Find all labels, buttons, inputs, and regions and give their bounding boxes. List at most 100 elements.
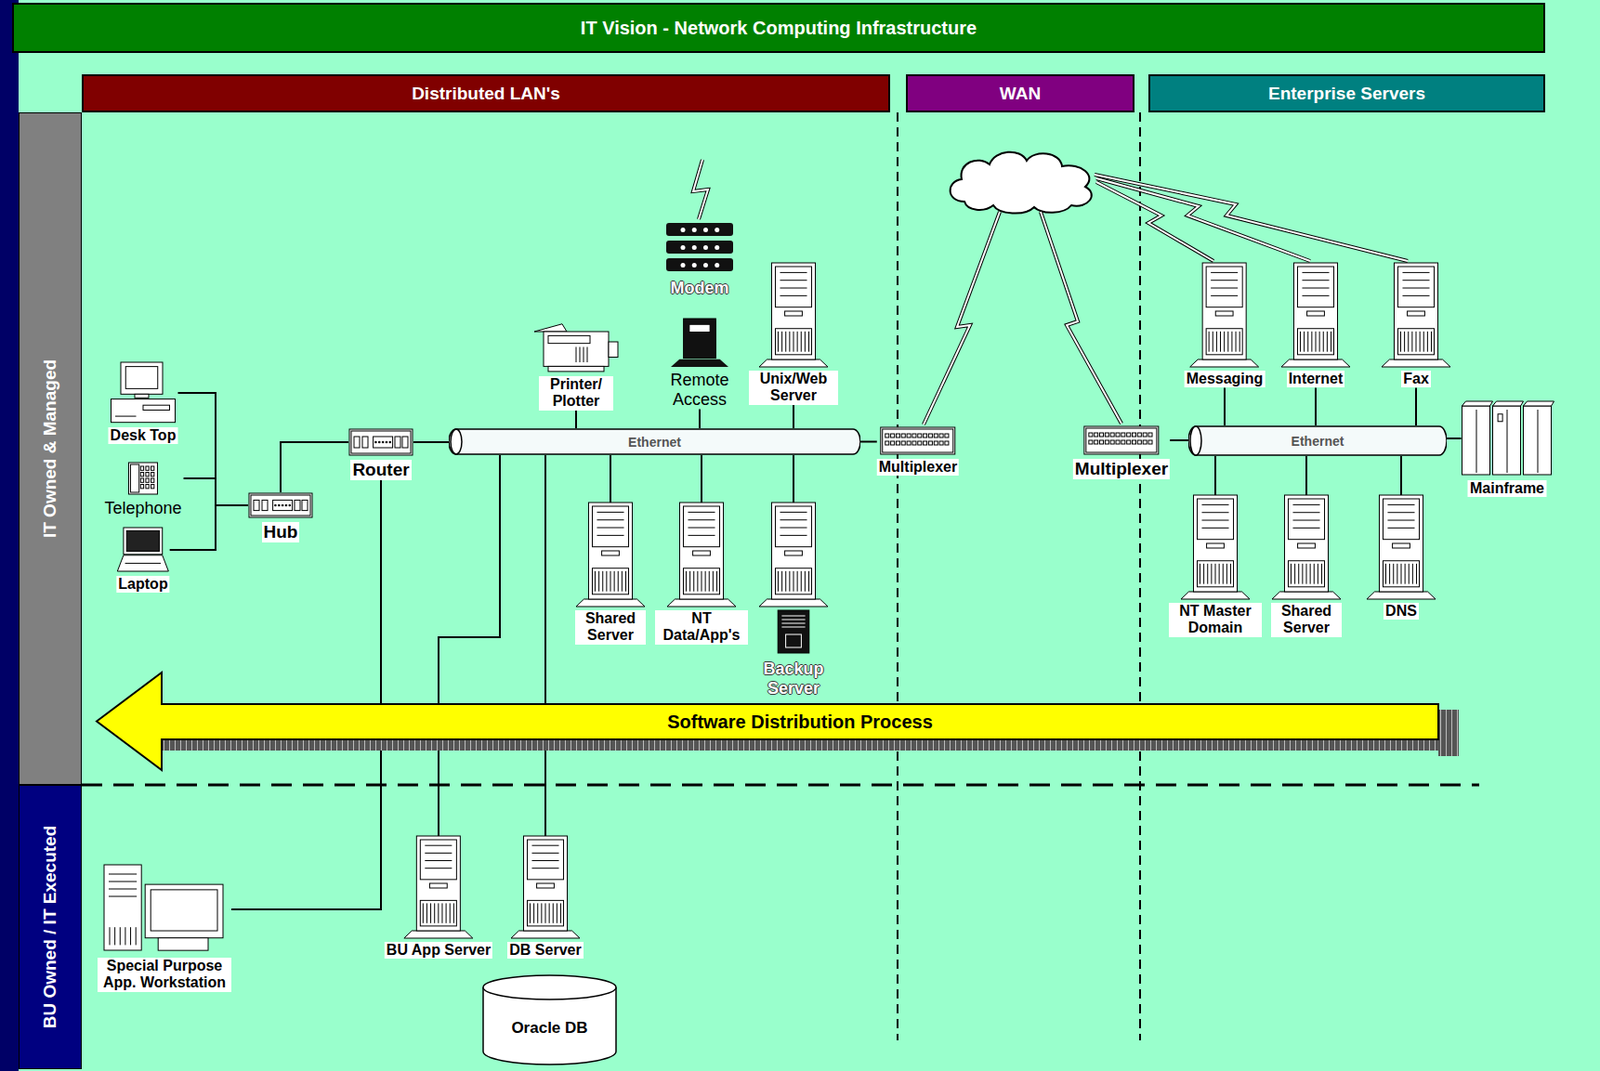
icon-stroke [579,347,581,364]
icon-stroke [549,903,551,923]
icon-stroke [1402,272,1430,274]
icon-part [771,502,815,600]
icon-stroke [1313,563,1315,585]
device-icon [1377,262,1456,368]
node-label: Router [350,459,411,481]
icon-stroke [1412,563,1414,585]
device-icon [666,222,734,276]
icon-stroke [696,571,698,592]
icon-stroke [808,331,810,353]
icon-base [759,599,828,607]
icon-stroke [1311,331,1312,353]
icon-part [683,318,717,359]
icon-stroke [449,903,451,923]
network-link [1169,439,1189,442]
icon-part [151,485,155,489]
zone-divider [896,112,899,1041]
label-holder: IT Owned & Managed [39,359,61,538]
icon-stroke [779,288,807,289]
icon-stroke [115,416,137,418]
icon-stroke [537,903,538,923]
icon-part [419,839,457,880]
icon-part [1493,406,1522,475]
icon-part [1284,495,1328,592]
icon-part [785,311,803,316]
node-label: DNS [1383,603,1419,620]
icon-stroke [1219,331,1221,353]
icon-stroke [135,927,137,945]
icon-part [703,245,709,250]
icon-stroke [426,903,428,923]
icon-stroke [1299,331,1301,353]
section-header: WAN [905,74,1135,113]
network-link [413,441,449,444]
server-tower: Fax [1377,262,1456,388]
node-label: Desk Top [108,427,179,445]
icon-stroke [1222,563,1224,585]
icon-stroke [800,331,802,353]
icon-part [944,433,949,438]
icon-base [1381,359,1451,368]
icon-stroke [424,867,452,869]
icon-stroke [779,535,807,537]
icon-part [1206,266,1243,308]
icon-part [1298,543,1316,549]
device-icon [754,262,833,368]
icon-stroke [1199,563,1201,585]
icon-part [918,441,922,446]
icon-stroke [124,927,126,945]
icon-part [692,262,697,268]
icon-part [1110,440,1115,445]
icon-part [1206,328,1243,355]
icon-stroke [797,571,799,592]
icon-part [151,466,155,471]
icon-base [576,599,645,607]
icon-stroke [793,571,795,592]
icon-part [1497,414,1503,422]
icon-stroke [1416,331,1417,353]
icon-part [130,464,139,493]
icon-stroke [779,519,807,521]
icon-part [301,499,308,511]
icon-part [277,504,281,508]
icon-part [1392,543,1411,549]
icon-part [912,441,917,446]
node-label: Unix/Web Server [748,370,839,406]
icon-stroke [531,867,559,869]
icon-stroke [1419,331,1421,353]
ownership-band: BU Owned / IT Executed [18,785,82,1070]
icon-part [362,436,368,448]
icon-part [373,436,394,448]
icon-stroke [687,527,715,529]
node-label: Modem [668,278,732,299]
device-icon [117,527,169,573]
node-label: Ethernet [1291,433,1345,449]
icon-part [1293,262,1338,360]
icon-stroke [596,535,624,537]
icon-part [111,399,176,423]
node-label: Mainframe [1468,480,1547,498]
icon-part [1132,440,1137,445]
icon-stroke [1230,563,1232,585]
device-icon [529,321,623,373]
device-icon [1276,262,1355,368]
network-link [1305,456,1308,496]
icon-stroke [785,331,787,353]
icon-stroke [1210,295,1238,297]
icon-stroke [531,852,559,854]
icon-part [682,568,720,595]
icon-stroke [777,571,779,592]
icon-part [939,433,944,438]
icon-stroke [1416,563,1417,585]
node-label: Multiplexer [877,459,959,476]
icon-part [588,502,632,600]
icon-part [249,493,313,518]
node-label: Fax [1401,370,1431,388]
backup-server: Backup Server [754,502,833,698]
icon-stroke [781,623,805,625]
icon-part [134,393,149,398]
icon-part [682,506,720,548]
icon-part [1202,262,1246,360]
icon-part [918,433,922,438]
icon-part [939,441,944,446]
